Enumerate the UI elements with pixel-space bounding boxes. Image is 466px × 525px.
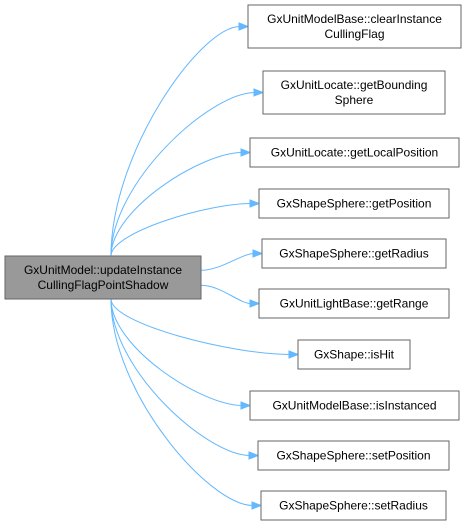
node-isInstanced-label-line: GxUnitModelBase::isInstanced: [272, 399, 436, 413]
edge-to-clearInstanceCullingFlag: [110, 22, 250, 257]
node-getBoundingSphere-label-line: Sphere: [335, 93, 374, 107]
edge-to-isHit: [110, 298, 300, 359]
edge-line: [200, 253, 255, 271]
node-isHit[interactable]: GxShape::isHit: [297, 339, 411, 370]
edge-to-setPosition: [110, 298, 260, 460]
node-getBoundingSphere-box: [262, 70, 446, 115]
node-getLocalPosition-label-line: GxUnitLocate::getLocalPosition: [271, 146, 438, 160]
edge-line: [200, 284, 252, 304]
node-clearInstanceCullingFlag[interactable]: GxUnitModelBase::clearInstanceCullingFla…: [247, 4, 462, 49]
node-getLocalPosition-box: [249, 137, 460, 168]
node-setRadius-label-line: GxShapeSphere::setRadius: [279, 499, 428, 513]
arrowhead: [249, 299, 261, 308]
arrowhead: [252, 249, 264, 258]
node-getRadius[interactable]: GxShapeSphere::getRadius: [261, 238, 447, 269]
edge-to-getRadius: [200, 249, 264, 271]
node-getRange-box: [258, 288, 450, 319]
node-isInstanced-box: [249, 390, 460, 421]
node-getRange[interactable]: GxUnitLightBase::getRange: [258, 288, 450, 319]
node-setPosition-box: [257, 440, 450, 471]
edge-line: [110, 92, 256, 257]
node-setPosition[interactable]: GxShapeSphere::setPosition: [257, 440, 450, 471]
node-update[interactable]: GxUnitModel::updateInstanceCullingFlagPo…: [4, 255, 202, 300]
edge-line: [110, 203, 252, 257]
edge-to-setRadius: [110, 298, 263, 510]
node-setRadius[interactable]: GxShapeSphere::setRadius: [260, 490, 447, 521]
arrowhead: [249, 199, 261, 208]
arrowhead: [251, 501, 263, 510]
node-clearInstanceCullingFlag-box: [247, 4, 462, 49]
arrowhead: [238, 22, 250, 31]
node-clearInstanceCullingFlag-label-line: GxUnitModelBase::clearInstance: [267, 12, 442, 26]
arrowhead: [288, 350, 300, 359]
edge-line: [110, 298, 291, 355]
arrowhead: [240, 148, 252, 157]
edge-to-getBoundingSphere: [110, 88, 265, 257]
node-getPosition-box: [258, 188, 450, 219]
node-clearInstanceCullingFlag-label-line: CullingFlag: [324, 27, 384, 41]
node-update-label-line: CullingFlagPointShadow: [38, 278, 169, 292]
node-setPosition-label-line: GxShapeSphere::setPosition: [276, 449, 430, 463]
node-getRange-label-line: GxUnitLightBase::getRange: [280, 297, 429, 311]
node-isHit-label-line: GxShape::isHit: [314, 348, 395, 362]
edge-to-getLocalPosition: [110, 148, 252, 257]
node-isInstanced[interactable]: GxUnitModelBase::isInstanced: [249, 390, 460, 421]
node-getLocalPosition[interactable]: GxUnitLocate::getLocalPosition: [249, 137, 460, 168]
edge-to-getRange: [200, 284, 261, 308]
edge-line: [110, 26, 241, 257]
node-getPosition-label-line: GxShapeSphere::getPosition: [277, 197, 432, 211]
edge-to-isInstanced: [110, 298, 252, 410]
edge-to-getPosition: [110, 199, 261, 257]
node-getPosition[interactable]: GxShapeSphere::getPosition: [258, 188, 450, 219]
edge-line: [110, 298, 243, 406]
node-setRadius-box: [260, 490, 447, 521]
arrowhead: [248, 451, 260, 460]
edge-line: [110, 298, 254, 506]
node-getRadius-label-line: GxShapeSphere::getRadius: [279, 247, 428, 261]
node-getBoundingSphere-label-line: GxUnitLocate::getBounding: [281, 78, 428, 92]
edge-line: [110, 298, 251, 456]
node-update-label-line: GxUnitModel::updateInstance: [24, 263, 182, 277]
arrowhead: [240, 401, 252, 410]
node-update-box: [4, 255, 202, 300]
node-isHit-box: [297, 339, 411, 370]
node-getRadius-box: [261, 238, 447, 269]
edge-line: [110, 152, 243, 257]
arrowhead: [253, 88, 265, 97]
